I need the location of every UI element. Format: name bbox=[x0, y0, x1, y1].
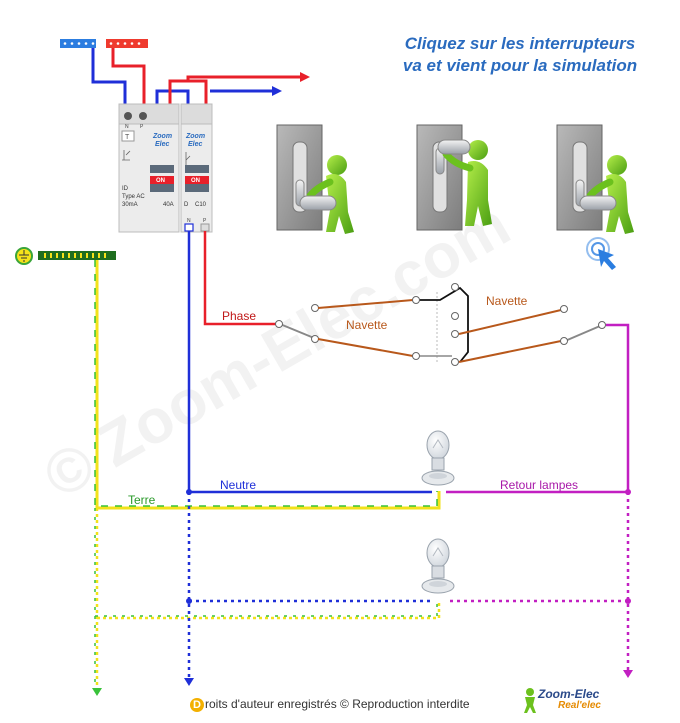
wire-navette-1-bottom bbox=[317, 338, 414, 357]
brand-sub: Real'elec bbox=[558, 700, 601, 711]
wire-navette-2-top bbox=[458, 309, 562, 335]
person-icon bbox=[299, 155, 354, 234]
label-retour: Retour lampes bbox=[500, 478, 578, 492]
worker-icon bbox=[524, 688, 536, 713]
neutral-out-arrow bbox=[272, 86, 282, 96]
mcb-brand-2: Elec bbox=[188, 141, 203, 148]
rcd-id-label: ID bbox=[122, 186, 129, 192]
mcb-curve: D bbox=[184, 202, 189, 208]
wire-phase-supply bbox=[111, 48, 146, 106]
label-navette-1: Navette bbox=[346, 318, 388, 332]
mcb-breaker: Zoom Elec ON D C10 N P bbox=[180, 103, 213, 233]
switch-illustration-3[interactable] bbox=[556, 124, 634, 234]
brand-logo: Zoom-Elec Real'elec bbox=[520, 685, 650, 715]
wire-retour bbox=[446, 323, 630, 494]
retour-down-arrow bbox=[623, 670, 633, 678]
rcd-rating: 40A bbox=[163, 202, 174, 208]
wire-retour-dashed bbox=[446, 492, 630, 672]
rcd-test-button bbox=[121, 130, 135, 142]
wire-phase-out bbox=[186, 75, 300, 81]
person-icon bbox=[579, 155, 634, 234]
copyright-text: roits d'auteur enregistrés © Reproductio… bbox=[205, 697, 470, 711]
brand-name: Zoom-Elec bbox=[538, 687, 600, 701]
person-icon bbox=[437, 139, 492, 226]
mcb-rating: C10 bbox=[195, 202, 207, 208]
mcb-terminal-n: N bbox=[187, 218, 191, 224]
instruction-line-1: Cliquez sur les interrupteurs bbox=[404, 34, 636, 53]
wire-earth-dashed bbox=[92, 508, 441, 696]
mcb-brand-1: Zoom bbox=[185, 133, 205, 140]
label-terre: Terre bbox=[128, 493, 156, 507]
earth-bar bbox=[15, 247, 116, 265]
rcd-type-label: Type AC bbox=[122, 194, 145, 200]
rcd-breaker: N P T Zoom Elec ON ID Type AC 30mA 40A bbox=[118, 103, 180, 233]
rcd-brand-2: Elec bbox=[155, 141, 170, 148]
switch-illustration-1[interactable] bbox=[276, 124, 354, 234]
label-phase: Phase bbox=[222, 309, 256, 323]
rcd-terminal-p: P bbox=[140, 124, 144, 130]
switch-illustration-2[interactable] bbox=[416, 124, 492, 231]
rcd-terminal-n: N bbox=[125, 124, 129, 130]
phase-busbar bbox=[106, 39, 148, 48]
neutral-busbar bbox=[60, 39, 96, 48]
wire-neutral-supply bbox=[91, 48, 127, 106]
rcd-sensitivity: 30mA bbox=[122, 202, 138, 208]
wire-earth bbox=[94, 260, 441, 510]
label-neutre: Neutre bbox=[220, 478, 256, 492]
watermark: © Zoom-Elec.com bbox=[33, 190, 522, 512]
two-way-switch-2 bbox=[560, 305, 606, 345]
junction-box bbox=[412, 283, 469, 366]
label-navette-2: Navette bbox=[486, 294, 528, 308]
mcb-on-label: ON bbox=[191, 178, 200, 184]
instruction-line-2: va et vient pour la simulation bbox=[402, 56, 638, 75]
wire-neutral-jumper bbox=[155, 89, 190, 106]
mcb-terminal-p: P bbox=[203, 218, 207, 224]
lamp-1 bbox=[421, 430, 455, 486]
copyright-initial: D bbox=[190, 698, 204, 712]
phase-out-arrow bbox=[300, 72, 310, 82]
wire-neutral-dashed bbox=[187, 492, 432, 680]
wire-navette-1-top bbox=[317, 299, 414, 309]
neutral-down-arrow bbox=[184, 678, 194, 686]
rcd-brand-1: Zoom bbox=[152, 133, 172, 140]
wire-navette-2-bottom bbox=[458, 340, 562, 363]
click-pointer-icon bbox=[586, 237, 616, 270]
wire-phase bbox=[203, 231, 276, 326]
rcd-on-label: ON bbox=[156, 178, 165, 184]
lamp-2 bbox=[421, 538, 455, 594]
rcd-test-label: T bbox=[125, 134, 130, 141]
